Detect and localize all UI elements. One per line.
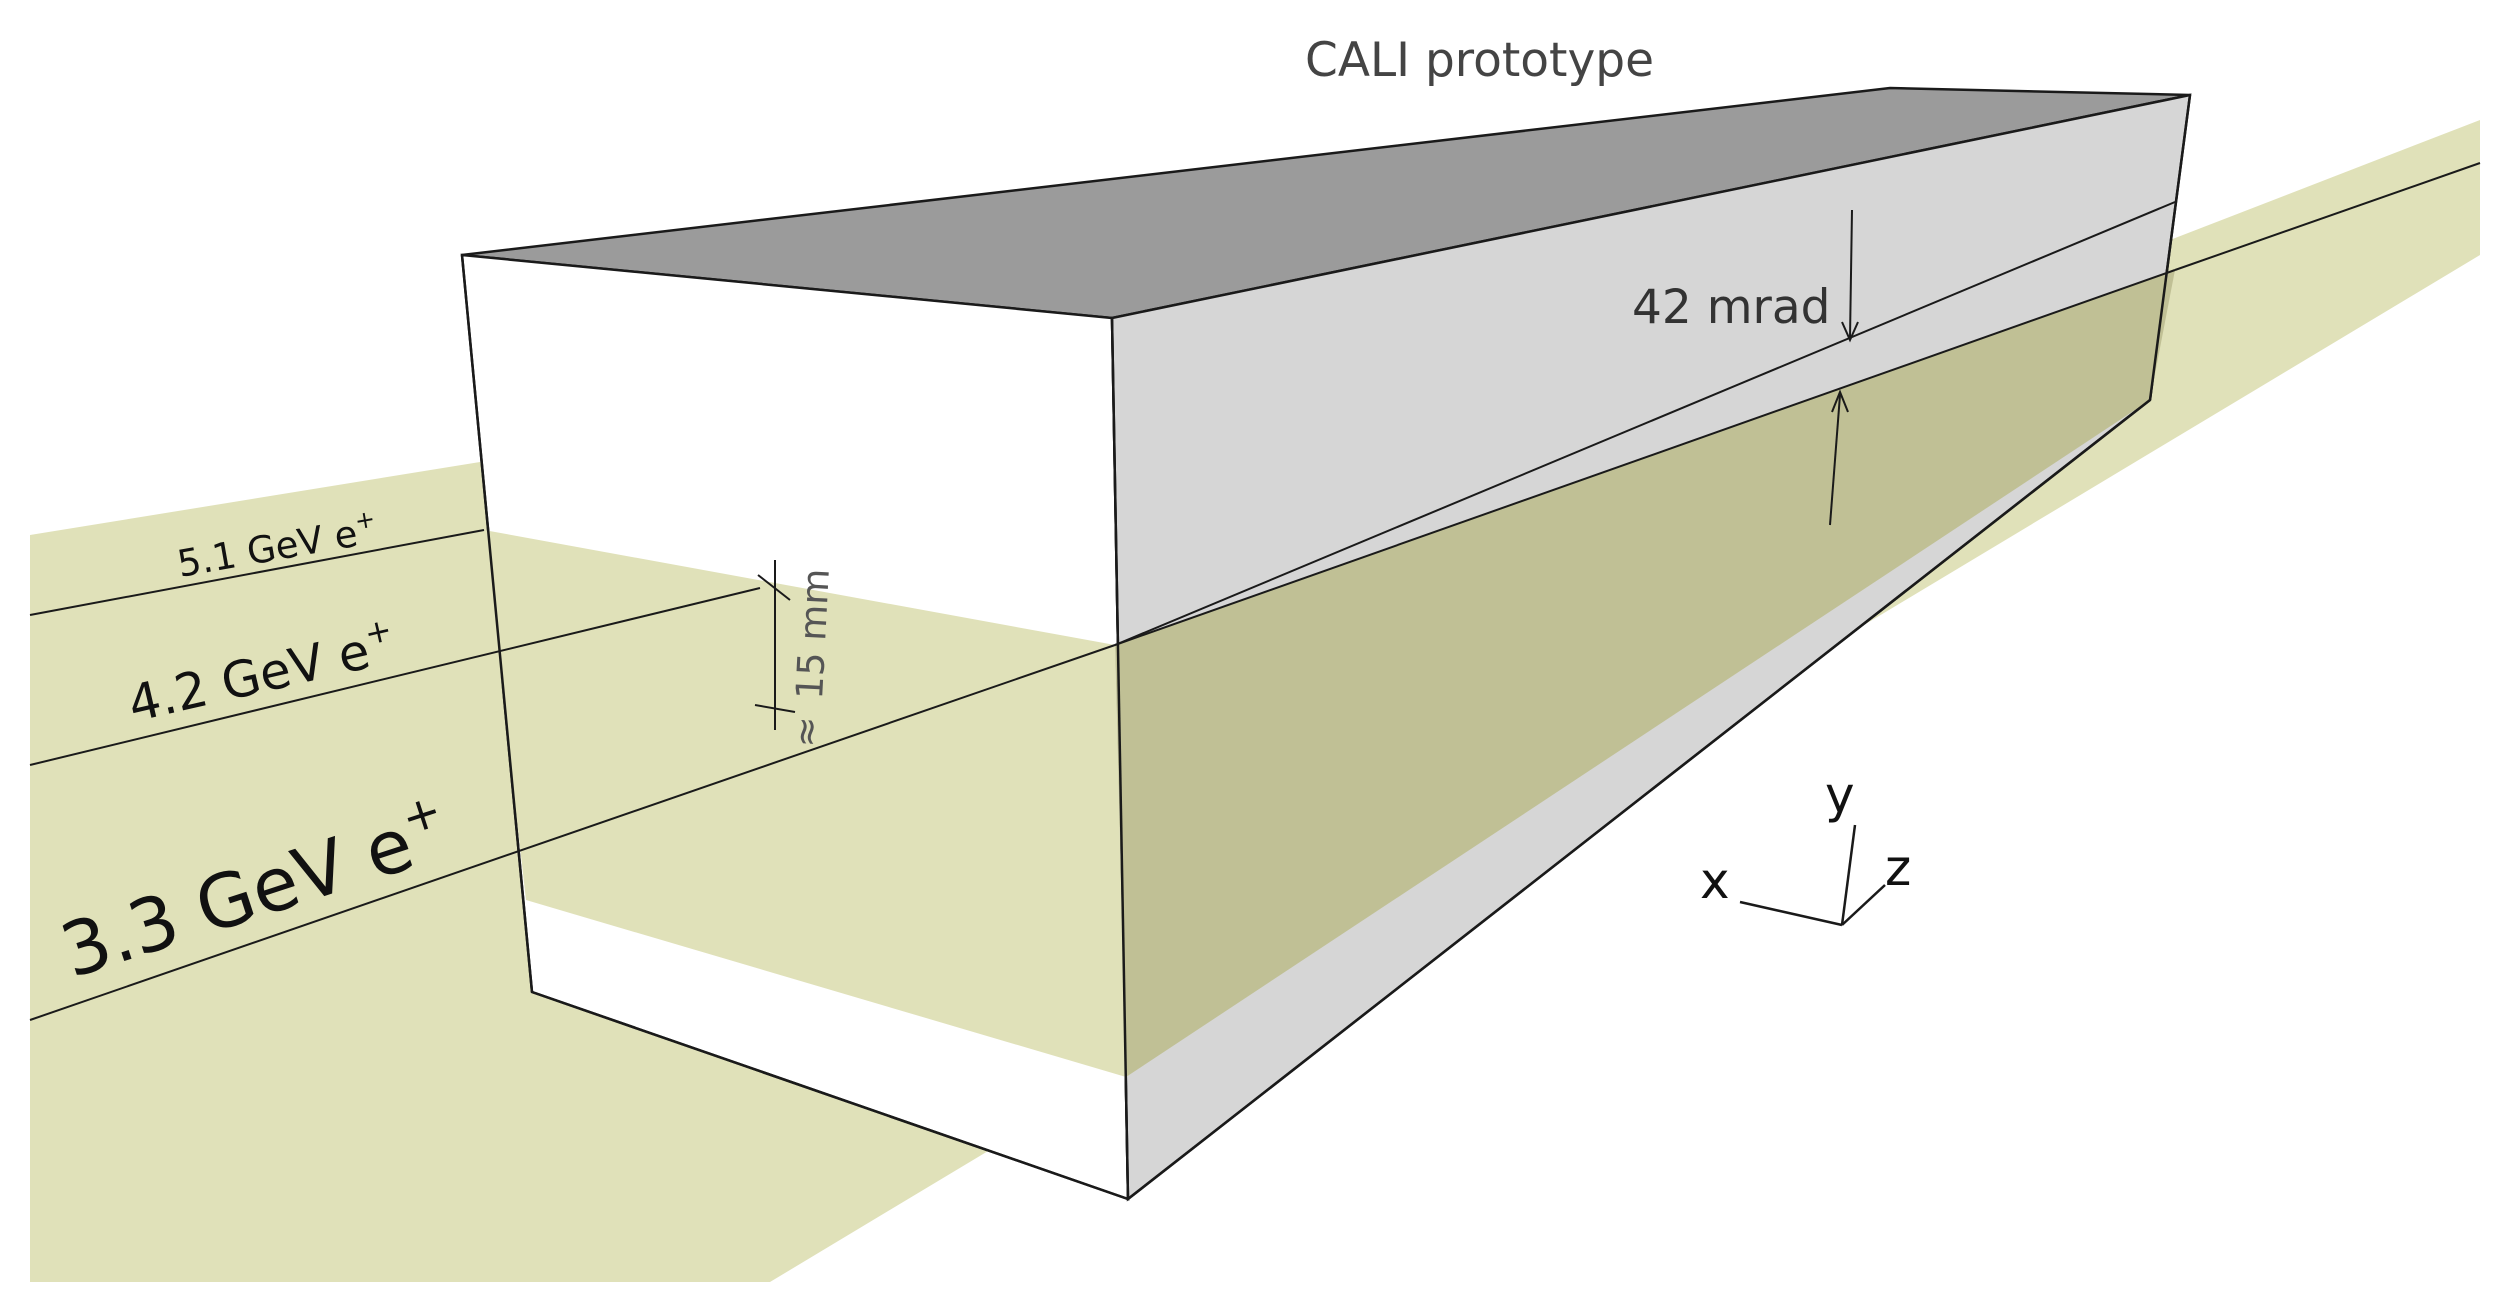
beam-label-5-1-sup: + bbox=[353, 505, 378, 536]
beam-line-5-1 bbox=[29, 529, 485, 616]
beam-lines bbox=[29, 162, 2481, 1021]
gap-approx-symbol: ≈ bbox=[784, 715, 829, 748]
beam-line-side-lower bbox=[1114, 269, 2176, 646]
beam-line-3-3 bbox=[29, 644, 1116, 1021]
beam-plane-inside-side bbox=[1115, 270, 2175, 1077]
gap-label-group: 15 mm bbox=[788, 567, 838, 700]
box-outline bbox=[460, 94, 2192, 1201]
beam-plane-inside-front bbox=[484, 530, 1126, 1077]
diagram-title: CALI prototype bbox=[1305, 33, 1654, 88]
axis-y-label: y bbox=[1825, 766, 1855, 824]
axis-z-line bbox=[1841, 884, 1886, 926]
beam-line-4-2 bbox=[29, 587, 761, 766]
axis-y-line bbox=[1840, 824, 1857, 926]
axis-x-line bbox=[1739, 900, 1843, 927]
beam-line-side-upper bbox=[1114, 201, 2176, 646]
gap-indicator bbox=[754, 560, 796, 730]
axis-x-label: x bbox=[1700, 852, 1730, 910]
angle-label: 42 mrad bbox=[1632, 280, 1831, 335]
coordinate-axes bbox=[1739, 824, 1886, 927]
angle-indicator bbox=[1829, 209, 1859, 526]
beam-line-exit bbox=[2174, 162, 2481, 271]
gap-label: 15 mm bbox=[788, 567, 838, 700]
axis-z-label: z bbox=[1885, 839, 1911, 897]
